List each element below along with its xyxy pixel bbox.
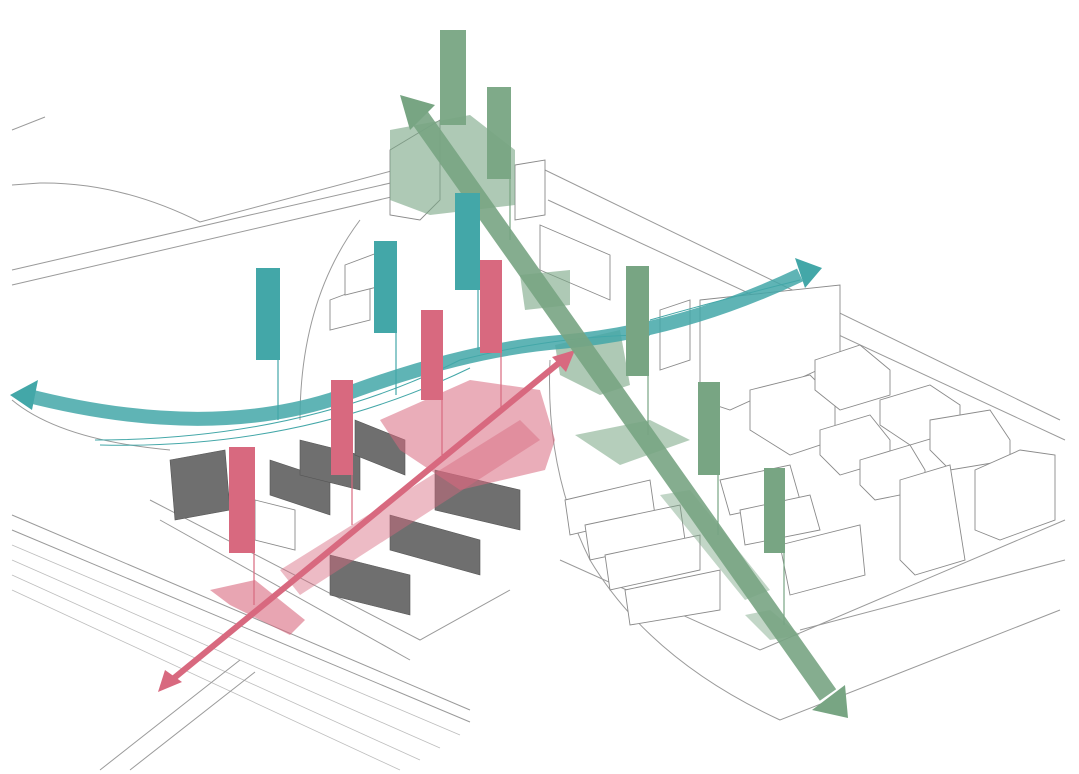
flow-line	[409, 109, 837, 701]
flow-line	[166, 355, 567, 686]
teal-bar	[256, 268, 280, 360]
arrowhead-northeast-icon	[552, 350, 575, 372]
arrowhead-west-icon	[10, 380, 38, 410]
green-bar	[440, 30, 466, 125]
teal-bar	[374, 241, 397, 333]
teal-bar	[455, 193, 480, 290]
green-bar	[487, 87, 511, 179]
green-bar	[764, 468, 785, 553]
pink-bar	[421, 310, 443, 400]
pink-axis-arrow	[158, 350, 575, 692]
pink-bar	[229, 447, 255, 553]
green-axis-arrow	[400, 95, 848, 718]
arrowhead-east-icon	[795, 258, 822, 288]
indicator-bars	[229, 30, 785, 625]
pink-corridor-band	[280, 420, 540, 595]
green-bar	[626, 266, 649, 376]
green-bar	[698, 382, 720, 475]
arrowhead-northwest-icon	[400, 95, 435, 130]
arrowhead-southeast-icon	[812, 685, 848, 718]
pink-bar	[331, 380, 353, 475]
pink-bar	[480, 260, 502, 353]
arrowhead-southwest-icon	[158, 670, 182, 692]
green-plaza	[575, 420, 690, 465]
